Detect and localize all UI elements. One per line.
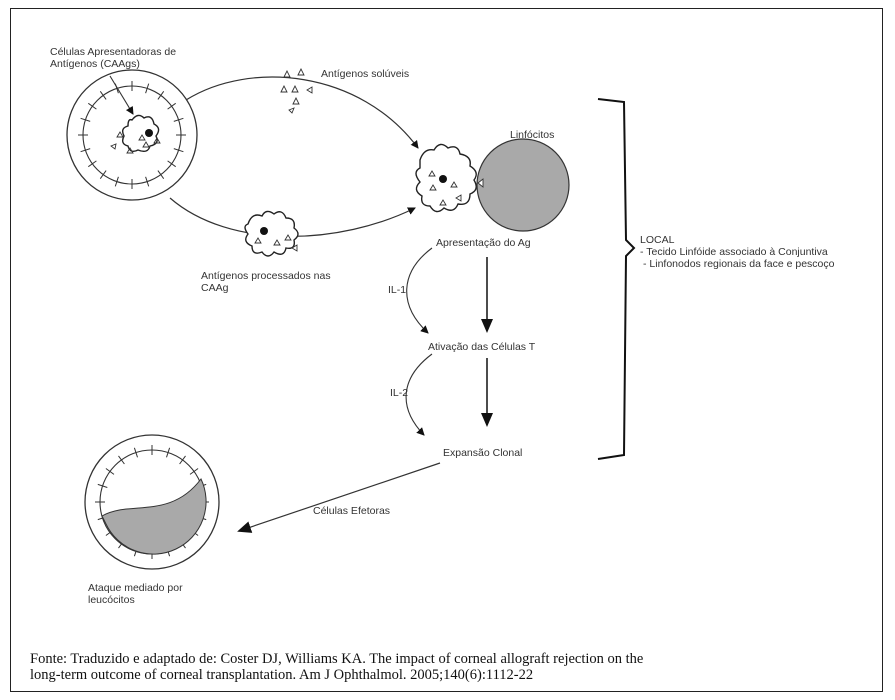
apc-title-line-1: Células Apresentadoras de xyxy=(50,46,177,58)
caption-line-1: Fonte: Traduzido e adaptado de: Coster D… xyxy=(30,651,644,667)
apc-cell-icon xyxy=(110,114,161,154)
local-title: LOCAL xyxy=(640,234,675,246)
il2-curve-arrow xyxy=(405,353,433,436)
cornea-tick-mark xyxy=(114,176,119,187)
cornea-tick-mark xyxy=(97,483,108,488)
cornea-tick-mark xyxy=(133,447,138,458)
cornea-tick-mark xyxy=(88,160,97,168)
receptor-icon xyxy=(477,178,484,188)
cornea-tick-mark xyxy=(157,170,165,179)
cornea-tick-mark xyxy=(167,160,176,168)
cornea-tick-mark xyxy=(105,468,115,475)
t-cell-activation-label: Ativação das Células T xyxy=(428,341,536,353)
il1-curve-arrow xyxy=(406,247,433,334)
cornea-tick-mark xyxy=(157,91,165,100)
cornea-tick-mark xyxy=(80,117,91,122)
lymphocyte-cell xyxy=(476,138,570,232)
cornea-tick-mark xyxy=(173,117,184,122)
presenting-apc-cell-icon xyxy=(415,143,477,213)
local-bracket xyxy=(597,98,636,460)
attack-label-line-2: leucócitos xyxy=(88,594,135,606)
cornea-tick-mark xyxy=(145,176,150,187)
processed-antigens-line-2: CAAg xyxy=(201,282,229,294)
effector-cells-arrow xyxy=(237,462,441,533)
apc-title-line-2: Antígenos (CAAgs) xyxy=(50,58,140,70)
il2-label: IL-2 xyxy=(390,387,409,399)
soluble-antigens-label: Antígenos solúveis xyxy=(321,68,410,80)
local-item-2: - Linfonodos regionais da face e pescoço xyxy=(643,258,835,270)
leukocyte-infiltrate xyxy=(101,478,207,555)
cornea-tick-mark xyxy=(80,148,91,153)
cornea-tick-mark xyxy=(99,170,107,179)
cornea-attack-circle xyxy=(84,434,220,570)
il1-label: IL-1 xyxy=(388,284,407,296)
clonal-expansion-label: Expansão Clonal xyxy=(443,447,523,459)
cornea-tick-mark xyxy=(189,468,199,475)
cornea-tick-mark xyxy=(145,83,150,94)
ag-presentation-label: Apresentação do Ag xyxy=(436,237,531,249)
processed-antigens-line-1: Antígenos processados nas xyxy=(201,270,331,282)
apc-pointer-arrow xyxy=(109,75,134,115)
attack-label-line-1: Ataque mediado por xyxy=(88,582,183,594)
caption-line-2: long-term outcome of corneal transplanta… xyxy=(30,667,534,683)
cornea-tick-mark xyxy=(118,455,125,465)
soluble-antigen-triangles xyxy=(280,67,313,114)
cornea-tick-mark xyxy=(179,455,186,465)
figure-border xyxy=(10,8,883,692)
cornea-tick-mark xyxy=(88,102,97,110)
cornea-tick-mark xyxy=(173,148,184,153)
figure-caption: Fonte: Traduzido e adaptado de: Coster D… xyxy=(30,651,875,683)
local-item-1: - Tecido Linfóide associado à Conjuntiva xyxy=(640,246,828,258)
lymphocytes-label: Linfócitos xyxy=(510,129,555,141)
effector-cells-label: Células Efetoras xyxy=(313,505,391,517)
cornea-tick-mark xyxy=(166,447,171,458)
soluble-antigen-arrow xyxy=(185,76,419,149)
cornea-tick-mark xyxy=(99,91,107,100)
cornea-apc-circle xyxy=(66,69,198,201)
cornea-tick-mark xyxy=(167,102,176,110)
processed-antigen-cell-icon xyxy=(244,210,299,257)
